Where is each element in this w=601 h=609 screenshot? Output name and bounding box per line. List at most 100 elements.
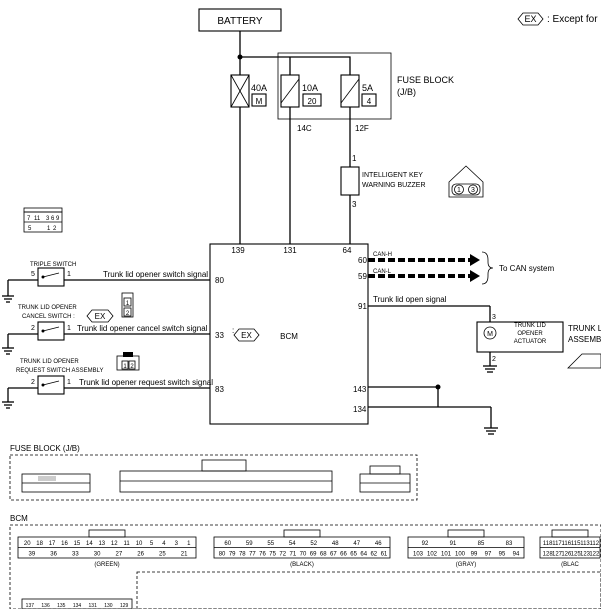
svg-text:134: 134	[353, 405, 367, 414]
bcm-connector-pin: 61	[381, 552, 388, 558]
buzzer-connector-icon	[448, 165, 484, 198]
svg-text:2: 2	[53, 226, 57, 232]
fuse-connector-14c: 14C	[297, 124, 312, 133]
svg-text:3: 3	[471, 187, 475, 194]
svg-text:91: 91	[358, 302, 367, 311]
bcm-connector-pin: 36	[50, 552, 57, 558]
bcm-connector-pin: 3	[175, 541, 179, 547]
bcm-connector-pin: 94	[513, 552, 520, 558]
bcm-connector-pin: 137	[26, 603, 35, 609]
svg-text:131: 131	[283, 246, 297, 255]
bcm-connector-pin: 26	[137, 552, 144, 558]
bcm-label: BCM	[280, 332, 298, 341]
svg-text:2: 2	[130, 364, 134, 370]
bcm-connector-pin: 13	[98, 541, 105, 547]
fuse-block-connector-2	[119, 459, 333, 493]
ex-badge	[517, 12, 544, 26]
svg-text:5A: 5A	[362, 83, 373, 93]
bcm-connector-pin: 30	[94, 552, 101, 558]
svg-text:OPENER: OPENER	[517, 331, 543, 337]
bcm-connector-pin: 60	[224, 541, 231, 547]
bcm-connectors-frame	[9, 524, 601, 609]
fuse-block-section-title: FUSE BLOCK (J/B)	[10, 444, 80, 453]
bcm-connector-pin: 129	[120, 603, 129, 609]
intelligent-key-warning-buzzer: 1 3 INTELLIGENT KEY WARNING BUZZER 1 3	[340, 154, 484, 244]
svg-text:5: 5	[28, 226, 32, 232]
bcm-connector-pin: 78	[239, 552, 246, 558]
bcm-connector-pin: 83	[506, 541, 513, 547]
svg-text:INTELLIGENT KEY: INTELLIGENT KEY	[362, 172, 423, 179]
fuse-40a: 40A M	[230, 57, 267, 244]
fuse-10a: 10A 20 14C	[280, 74, 322, 244]
triple-switch: TRIPLE SWITCH 5 1 Trunk lid opener switc…	[2, 262, 210, 303]
bcm-connector-pin: 46	[375, 541, 382, 547]
svg-text:TRUNK LID: TRUNK LID	[514, 323, 546, 329]
bcm-connector-pin: 66	[340, 552, 347, 558]
svg-text:REQUEST SWITCH ASSEMBLY: REQUEST SWITCH ASSEMBLY	[16, 368, 103, 374]
bcm-connector-pin: 17	[49, 541, 56, 547]
svg-text:1: 1	[47, 226, 51, 232]
trunk-assembly-connector-icon	[567, 353, 601, 369]
bcm-connector-color: (GRAY)	[456, 562, 477, 568]
svg-text:Trunk lid open signal: Trunk lid open signal	[373, 295, 447, 304]
bcm-connector-pin: 116	[562, 541, 572, 547]
bcm-connector-pin: 14	[86, 541, 93, 547]
bcm-connector-pin: 113	[580, 541, 590, 547]
fuse-block-title: FUSE BLOCK	[397, 75, 454, 85]
svg-text:1: 1	[67, 379, 71, 386]
svg-text:M: M	[487, 331, 493, 338]
bcm-connector-pin: 103	[413, 552, 424, 558]
bcm-connector-pin: 99	[471, 552, 478, 558]
bcm-connector-pin: 125	[571, 552, 582, 558]
bcm-connector-pin: 130	[104, 603, 113, 609]
bcm-connector-pin: 47	[353, 541, 360, 547]
svg-text:CANCEL SWITCH :: CANCEL SWITCH :	[22, 314, 75, 320]
svg-text:11: 11	[34, 216, 41, 222]
svg-text:2: 2	[31, 325, 35, 332]
bcm-connector-pin: 135	[57, 603, 66, 609]
bcm-box	[209, 243, 369, 425]
svg-text:1: 1	[67, 325, 71, 332]
fuse-block-connector-1	[21, 473, 91, 493]
bcm-connector-pin: 12	[111, 541, 118, 547]
bcm-connector-pin: 68	[320, 552, 327, 558]
bcm-connector-pin: 20	[24, 541, 31, 547]
bcm-connector-pin: 11	[124, 541, 131, 547]
fuse-block-connectors-frame	[9, 454, 418, 501]
bcm-connector-pin: 131	[89, 603, 98, 609]
bcm-connector-pin: 64	[360, 552, 367, 558]
battery-label: BATTERY	[217, 16, 263, 27]
bcm-connector-color: (BLACK)	[290, 562, 314, 568]
bcm-connector-pin: 1	[187, 541, 191, 547]
svg-text:3: 3	[352, 200, 357, 209]
bcm-connector-pin: 10	[136, 541, 143, 547]
svg-text:80: 80	[215, 276, 224, 285]
svg-text:3: 3	[46, 216, 50, 222]
bcm-connector-pin: 39	[29, 552, 36, 558]
svg-text:3: 3	[492, 314, 496, 321]
trunk-lid-opener-cancel-switch: TRUNK LID OPENER CANCEL SWITCH : EX 1 2 …	[2, 292, 210, 355]
svg-text:ASSEMB: ASSEMB	[568, 335, 601, 344]
bcm-connector-pin: 67	[330, 552, 337, 558]
svg-text:TRUNK L: TRUNK L	[568, 324, 601, 333]
motor-icon	[483, 326, 497, 340]
svg-text:M: M	[256, 97, 263, 106]
svg-text:EX: EX	[95, 312, 106, 321]
bcm-connector-pin: 48	[332, 541, 339, 547]
bcm-connector-pin: 136	[41, 603, 50, 609]
fuse-connector-12f: 12F	[355, 124, 369, 133]
bcm-connector-pin: 101	[441, 552, 452, 558]
bcm-connector-pin: 127	[552, 552, 563, 558]
bcm-connector-pin: 18	[36, 541, 43, 547]
trunk-lid-opener-request-switch: TRUNK LID OPENER REQUEST SWITCH ASSEMBLY…	[2, 352, 213, 409]
bcm-connector-pin: 70	[300, 552, 307, 558]
svg-text:5: 5	[31, 271, 35, 278]
svg-text:1: 1	[67, 271, 71, 278]
svg-text:TRUNK LID OPENER: TRUNK LID OPENER	[18, 305, 77, 311]
fuse-block-connector-3	[359, 465, 411, 493]
bcm-connector-pin: 76	[259, 552, 266, 558]
bcm-connector-pin: 118	[543, 541, 553, 547]
bcm-connector-pin: 5	[150, 541, 154, 547]
